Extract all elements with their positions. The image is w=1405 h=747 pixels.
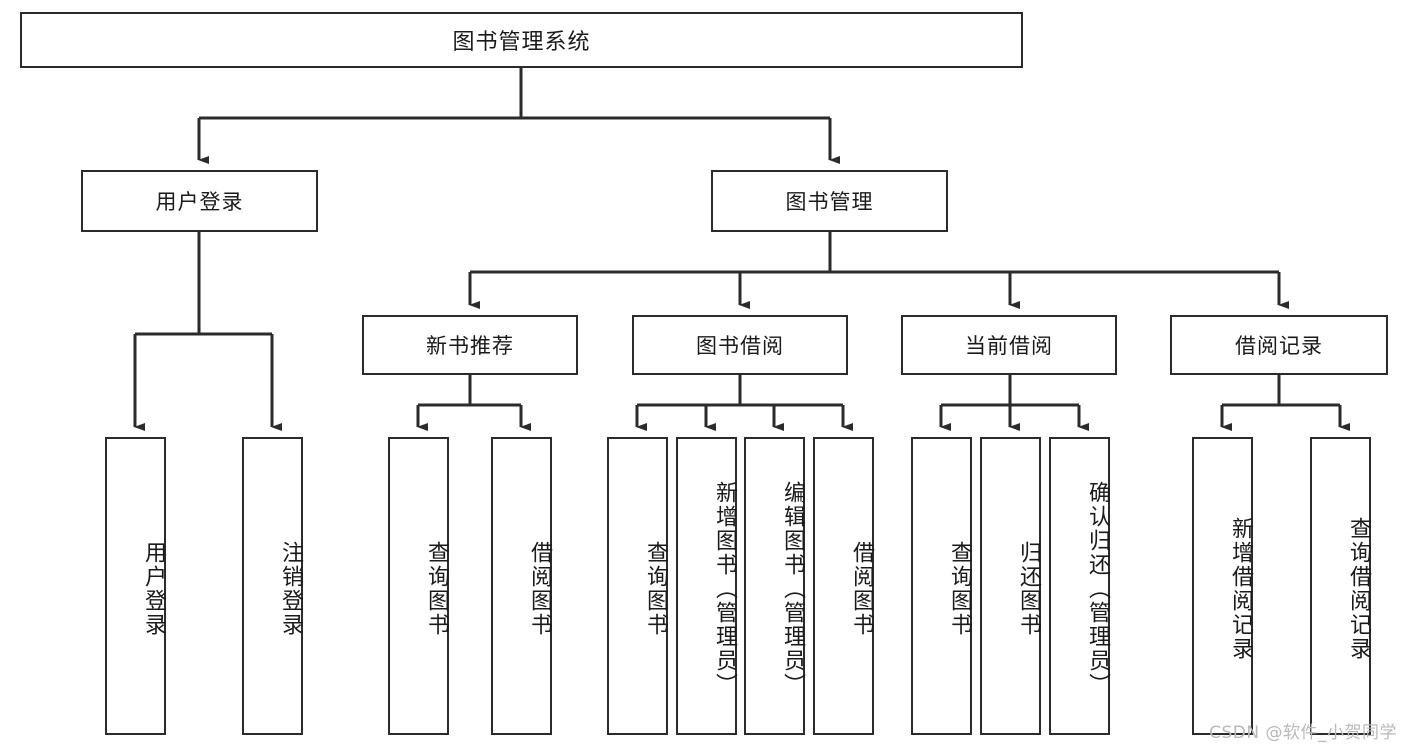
node-borrow-record[interactable]: 借阅记录 xyxy=(1170,315,1388,375)
leaf-query-book-new[interactable]: 查询图书 xyxy=(388,437,449,735)
node-label: 查询图书 xyxy=(643,541,668,637)
node-current-borrow[interactable]: 当前借阅 xyxy=(901,315,1117,375)
leaf-query-book-borrow[interactable]: 查询图书 xyxy=(607,437,668,735)
watermark-text: CSDN @软件_小贺同学 xyxy=(1209,723,1397,743)
node-label: 新增借阅记录 xyxy=(1228,517,1253,661)
node-label: 查询图书 xyxy=(424,541,449,637)
leaf-query-borrow-record[interactable]: 查询借阅记录 xyxy=(1310,437,1371,735)
leaf-borrow-book[interactable]: 借阅图书 xyxy=(813,437,874,735)
node-label: 借阅图书 xyxy=(849,541,874,637)
node-book-borrow[interactable]: 图书借阅 xyxy=(632,315,848,375)
leaf-return-book[interactable]: 归还图书 xyxy=(980,437,1041,735)
node-label: 编辑图书（管理员） xyxy=(780,481,805,697)
leaf-add-book-admin[interactable]: 新增图书（管理员） xyxy=(676,437,737,735)
node-label: 用户登录 xyxy=(155,190,244,214)
leaf-user-login[interactable]: 用户登录 xyxy=(105,437,166,735)
leaf-query-book-current[interactable]: 查询图书 xyxy=(911,437,972,735)
node-label: 当前借阅 xyxy=(965,334,1053,358)
node-user-login[interactable]: 用户登录 xyxy=(81,170,318,232)
node-book-management[interactable]: 图书管理 xyxy=(711,170,948,232)
node-label: 新书推荐 xyxy=(426,334,514,358)
node-label: 用户登录 xyxy=(141,541,166,637)
node-label: 借阅图书 xyxy=(527,541,552,637)
node-label: 查询图书 xyxy=(947,541,972,637)
leaf-edit-book-admin[interactable]: 编辑图书（管理员） xyxy=(744,437,805,735)
node-label: 图书借阅 xyxy=(696,334,784,358)
node-label: 归还图书 xyxy=(1016,541,1041,637)
node-label: 确认归还（管理员） xyxy=(1085,481,1110,697)
leaf-logout[interactable]: 注销登录 xyxy=(242,437,303,735)
leaf-confirm-return-admin[interactable]: 确认归还（管理员） xyxy=(1049,437,1110,735)
leaf-borrow-book-new[interactable]: 借阅图书 xyxy=(491,437,552,735)
node-label: 图书管理 xyxy=(785,190,874,214)
node-label: 借阅记录 xyxy=(1235,334,1323,358)
node-root-system[interactable]: 图书管理系统 xyxy=(20,12,1023,68)
node-label: 新增图书（管理员） xyxy=(712,481,737,697)
node-label: 图书管理系统 xyxy=(452,30,591,55)
node-label: 注销登录 xyxy=(278,541,303,637)
leaf-add-borrow-record[interactable]: 新增借阅记录 xyxy=(1192,437,1253,735)
node-label: 查询借阅记录 xyxy=(1346,517,1371,661)
node-new-book-recommend[interactable]: 新书推荐 xyxy=(362,315,578,375)
